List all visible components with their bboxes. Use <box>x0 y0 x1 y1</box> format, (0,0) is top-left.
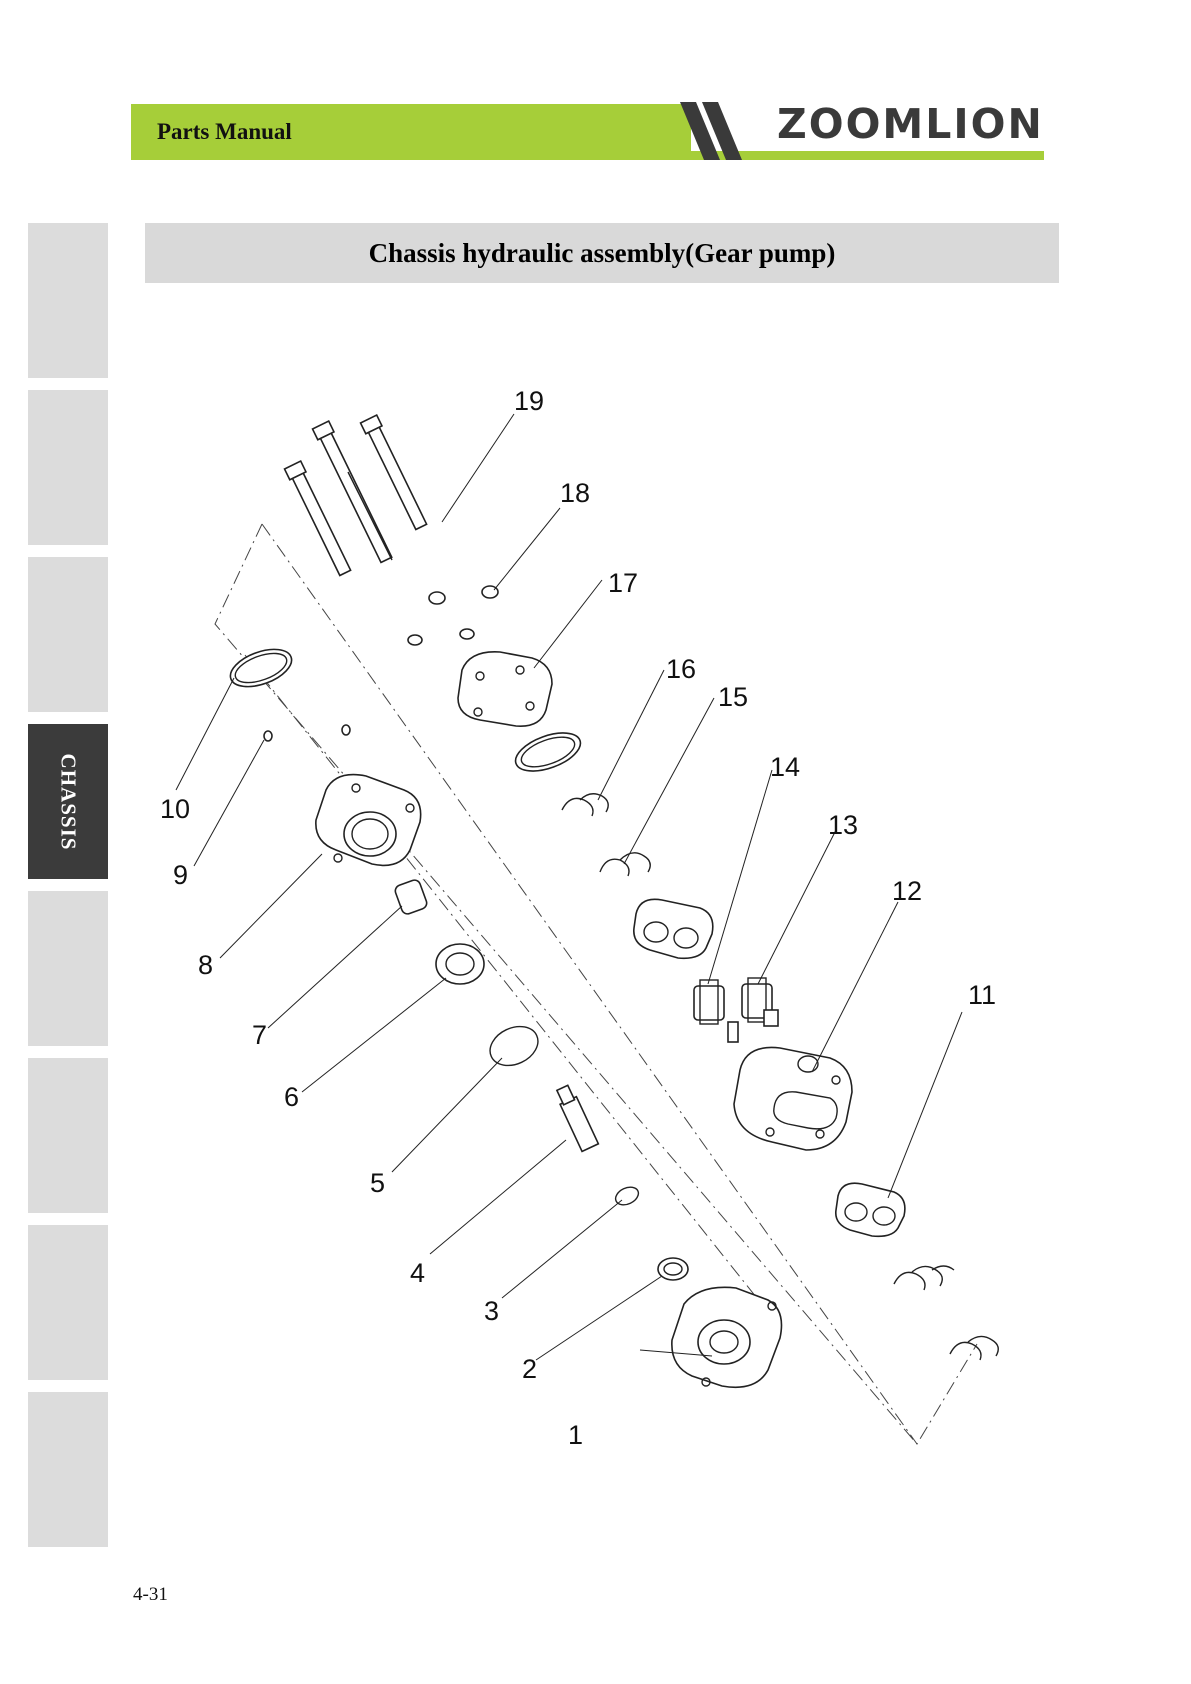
part-18-washers <box>407 585 499 646</box>
side-tab-8[interactable] <box>28 1392 108 1547</box>
callout-17: 17 <box>608 568 638 598</box>
part-17-rear-cover <box>457 651 553 727</box>
callout-numbers: 1 2 3 4 5 6 7 8 9 10 11 12 13 14 15 16 1… <box>160 386 996 1450</box>
part-14-drive-gear <box>693 979 739 1043</box>
part-10-seal-ring <box>229 648 293 688</box>
side-tab-5[interactable] <box>28 891 108 1046</box>
callout-2: 2 <box>522 1354 537 1384</box>
part-8-front-housing <box>315 773 422 867</box>
header-bar <box>131 104 691 160</box>
callout-9: 9 <box>173 860 188 890</box>
callout-6: 6 <box>284 1082 299 1112</box>
callout-1: 1 <box>568 1420 583 1450</box>
side-tab-6[interactable] <box>28 1058 108 1213</box>
part-2-shaft-seal <box>657 1257 689 1281</box>
callout-10: 10 <box>160 794 190 824</box>
part-4-splined-shaft <box>555 1084 600 1153</box>
part-15-retaining-clip <box>599 852 651 877</box>
callout-3: 3 <box>484 1296 499 1326</box>
callout-5: 5 <box>370 1168 385 1198</box>
part-seal-ring-rear <box>514 732 582 772</box>
callout-12: 12 <box>892 876 922 906</box>
part-7-needle-bearing <box>394 879 428 915</box>
part-19-bolts <box>283 413 428 577</box>
side-tab-1[interactable] <box>28 223 108 378</box>
callout-13: 13 <box>828 810 858 840</box>
part-6-ball-bearing <box>435 943 485 985</box>
callout-14: 14 <box>770 752 800 782</box>
part-16-retaining-clip <box>561 793 609 817</box>
callout-8: 8 <box>198 950 213 980</box>
part-5-o-ring <box>489 1025 539 1067</box>
callout-19: 19 <box>514 386 544 416</box>
side-tab-2[interactable] <box>28 390 108 545</box>
callout-15: 15 <box>718 682 748 712</box>
part-12-gear-housing <box>733 1046 853 1151</box>
part-13-bushing-block <box>633 898 714 960</box>
part-11-bushing-block <box>834 1182 906 1238</box>
part-lower-retaining-clips <box>893 1265 999 1361</box>
callout-16: 16 <box>666 654 696 684</box>
zoomlion-logo-icon <box>680 102 742 160</box>
callout-18: 18 <box>560 478 590 508</box>
section-title-box: Chassis hydraulic assembly(Gear pump) <box>145 223 1059 283</box>
part-1-front-flange <box>671 1286 783 1389</box>
section-title: Chassis hydraulic assembly(Gear pump) <box>368 237 836 268</box>
side-tab-3[interactable] <box>28 557 108 712</box>
leader-lines <box>175 413 963 1361</box>
callout-11: 11 <box>968 980 996 1010</box>
part-14-driven-gear <box>741 977 779 1027</box>
side-tab-7[interactable] <box>28 1225 108 1380</box>
callout-4: 4 <box>410 1258 425 1288</box>
part-3-circlip <box>614 1186 640 1206</box>
page-number: 4-31 <box>133 1584 168 1605</box>
part-9-dowel-pins <box>263 724 351 742</box>
assembly-axis-lines <box>214 523 978 1445</box>
side-tab-chassis[interactable]: CHASSIS <box>28 724 108 879</box>
callout-7: 7 <box>252 1020 267 1050</box>
manual-title: Parts Manual <box>157 119 292 144</box>
header-accent-stripe <box>680 151 1044 160</box>
brand-logo-text: ZOOMLION <box>777 100 1044 148</box>
